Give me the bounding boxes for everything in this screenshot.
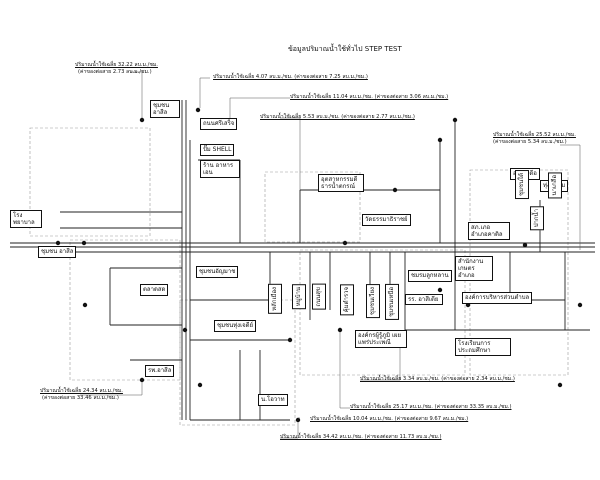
flow-note-5-line1: ปริมาณน้ำใช้เฉลี่ย 25.52 ลบ.ม./ชม. <box>493 132 576 138</box>
main-pipes <box>10 100 595 421</box>
flow-note-10: ปริมาณน้ำใช้เฉลี่ย 34.42 ลบ.ม./ชม. (ค่าข… <box>280 434 442 440</box>
flow-note-1-line1: ปริมาณน้ำใช้เฉลี่ย 32.22 ลบ.ม./ชม. <box>75 62 158 68</box>
place-district-office: สภ.เภอ อำเภอคาติล <box>468 222 510 240</box>
place-agri-office: สำนักงานเกษตร อำเภอ <box>455 256 493 281</box>
zone-south <box>299 249 466 376</box>
flow-note-4: ปริมาณน้ำใช้เฉลี่ย 5.53 ลบ.ม./ชม. (ค่าขอ… <box>260 114 415 120</box>
flow-note-7: ปริมาณน้ำใช้เฉลี่ย 3.34 ลบ.ม./ชม. (ค่าขอ… <box>360 376 515 382</box>
vplace-4: คุ้มตำรวจ <box>340 284 354 316</box>
flow-note-6-line2: (ค่าของต่อสาย 33.46 ลบ.ม./ชม.) <box>42 395 119 401</box>
place-industry: อุตสาหกรรมดี ธารน้ำตกรณ์ <box>318 174 364 192</box>
place-primary-school: โรงเรียนการ ประถมศึกษา <box>455 338 511 356</box>
flow-note-8: ปริมาณน้ำใช้เฉลี่ย 25.17 ลบ.ม./ชม. (ค่าข… <box>350 404 512 410</box>
place-shell-station: ปั๊ม SHELL <box>200 144 235 156</box>
vplace-9: ปากน้ำ <box>530 206 544 231</box>
vplace-6: ชุมชนเหนือ <box>385 284 399 320</box>
place-school-center: รร. อาสีเดีย <box>405 294 443 305</box>
vplace-3: ถนนสุข <box>312 284 326 310</box>
vplace-5: ชุมชนเวียง <box>366 284 380 319</box>
vplace-2: หมู่บ้าน <box>292 284 306 310</box>
place-school-south: น.โอวาท <box>258 394 288 406</box>
zone-boundaries <box>29 127 569 426</box>
flow-note-5-line2: (ค่าของต่อสาย 5.34 ลบ.ม./ชม.) <box>493 139 567 145</box>
place-community-center: ชุมชนอัญมาช <box>196 266 239 278</box>
place-club: ชมรมลูกหลาน <box>408 270 452 282</box>
zone-west <box>29 127 151 237</box>
place-tambon-office: องค์การบริหารส่วนตำบล <box>462 292 533 304</box>
flow-note-9: ปริมาณน้ำใช้เฉลี่ย 10.04 ลบ.ม./ชม. (ค่าข… <box>310 416 469 422</box>
place-community-north: ชุมชน อาสีล <box>150 100 180 118</box>
flow-note-6-line1: ปริมาณน้ำใช้เฉลี่ย 24.34 ลบ.ม./ชม. <box>40 388 123 394</box>
zone-southwest <box>69 239 181 381</box>
zone-south-west2 <box>179 299 296 426</box>
vplace-7: ชุมชนใต้ <box>515 170 529 200</box>
flow-note-1-line2: (ค่าของต่อสาย 2.73 ลบ.ม./ชม.) <box>78 69 152 75</box>
place-community-west: ชุมชน อาสีล <box>38 246 77 258</box>
flow-note-2: ปริมาณน้ำใช้เฉลี่ย 4.07 ลบ.ม./ชม. (ค่าขอ… <box>213 74 368 80</box>
zone-east <box>469 169 569 376</box>
leader-lines <box>80 71 581 439</box>
place-restaurant: ร้าน อาหารเอน <box>200 160 240 178</box>
flow-note-3: ปริมาณน้ำใช้เฉลี่ย 11.04 ลบ.ม./ชม. (ค่าข… <box>290 94 449 100</box>
place-hospital-west: โรงพยาบาล <box>10 210 42 228</box>
place-community-south: ชุมชนทุ่งเจดีย์ <box>214 320 257 332</box>
place-temple: วัดธรรมาธิราชย์ <box>362 214 411 226</box>
place-culture-org: องค์กรผู้รู้ภูมิ เผยแพร่ประเพณี <box>355 330 407 348</box>
place-market: ตลาดสด <box>140 284 169 296</box>
place-road: ถนนศรีเสร็จ <box>200 118 238 130</box>
zone-center <box>264 171 361 243</box>
diagram-title: ข้อมูลปริมาณน้ำใช้ทั่วไป STEP TEST <box>288 45 402 53</box>
vplace-1: หลักเมือง <box>268 284 282 314</box>
place-hospital-south: รพ.อาสีล <box>145 365 175 377</box>
vplace-8: นาเกลือ <box>548 172 562 199</box>
